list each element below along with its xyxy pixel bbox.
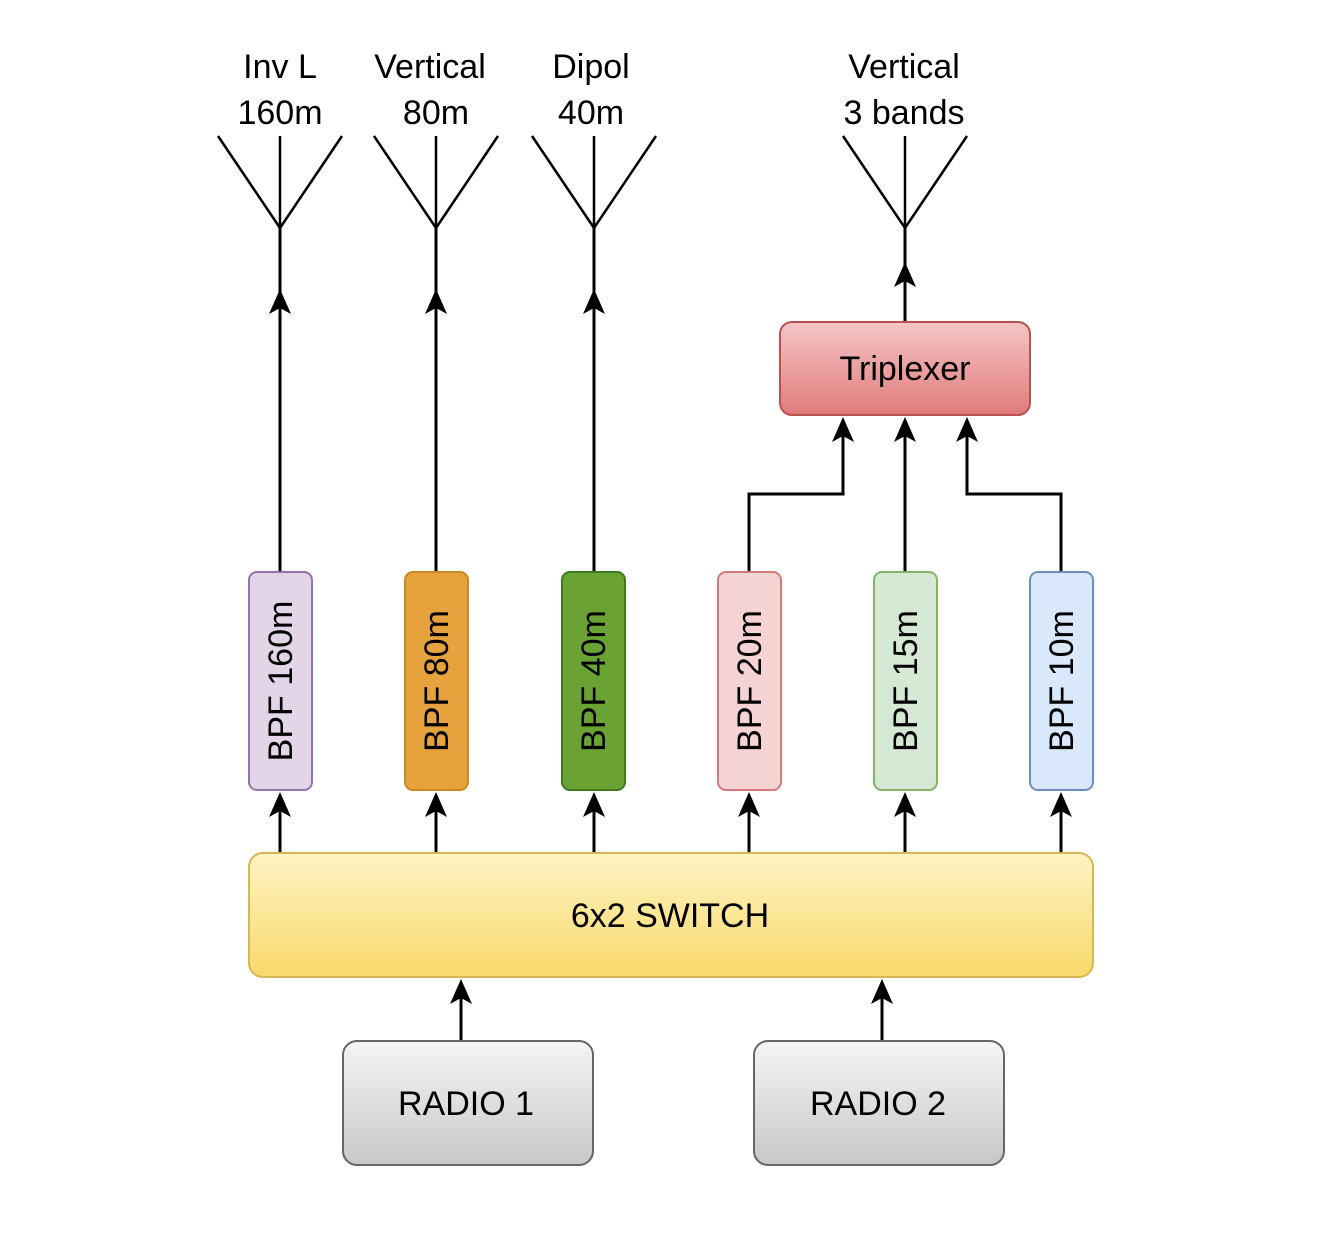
connector-bpf40-to-antenna (583, 228, 605, 572)
bpf-160m-box: BPF 160m (248, 571, 313, 791)
bpf-label: BPF 20m (731, 610, 769, 752)
antenna-label-line2: 3 bands (844, 94, 965, 132)
antenna-icon (841, 135, 969, 231)
connector-bpf10-to-triplexer (956, 417, 1063, 572)
connector-switch-to-bpf40 (583, 792, 605, 852)
connector-switch-to-bpf160 (269, 792, 291, 852)
bpf-40m-box: BPF 40m (561, 571, 626, 791)
switch-label: 6x2 SWITCH (571, 897, 769, 935)
connector-radio1-to-switch (450, 979, 472, 1041)
bpf-15m-box: BPF 15m (873, 571, 938, 791)
radio-1-label: RADIO 1 (398, 1085, 534, 1123)
bpf-10m-box: BPF 10m (1029, 571, 1094, 791)
bpf-label: BPF 80m (418, 610, 456, 752)
bpf-20m-box: BPF 20m (717, 571, 782, 791)
connector-bpf80-to-antenna (425, 228, 447, 572)
connector-switch-to-bpf10 (1050, 792, 1072, 852)
radio-2-box: RADIO 2 (753, 1040, 1005, 1166)
antenna-icon (216, 135, 344, 231)
connector-bpf20-to-triplexer (747, 417, 854, 572)
connector-triplexer-to-antenna (894, 228, 916, 321)
antenna-label-vertical-80m: Vertical 80m (374, 48, 486, 132)
antenna-label-line2: 80m (403, 94, 469, 132)
antenna-label-line1: Dipol (552, 48, 629, 86)
bpf-label: BPF 40m (575, 610, 613, 752)
triplexer-label: Triplexer (840, 350, 971, 388)
connector-bpf15-to-triplexer (894, 417, 916, 572)
connector-switch-to-bpf80 (425, 792, 447, 852)
bpf-80m-box: BPF 80m (404, 571, 469, 791)
antenna-icon (372, 135, 500, 231)
radio-2-label: RADIO 2 (810, 1085, 946, 1123)
triplexer-box: Triplexer (779, 321, 1031, 416)
antenna-label-line1: Vertical (374, 48, 486, 86)
antenna-label-vertical-3-bands: Vertical 3 bands (844, 48, 965, 132)
connector-radio2-to-switch (871, 979, 893, 1041)
radio-1-box: RADIO 1 (342, 1040, 594, 1166)
bpf-label: BPF 10m (1043, 610, 1081, 752)
antenna-label-line2: 160m (237, 94, 322, 132)
antenna-label-line2: 40m (558, 94, 624, 132)
bpf-label: BPF 160m (262, 601, 300, 762)
antenna-icon (530, 135, 658, 231)
antenna-label-line1: Inv L (243, 48, 317, 86)
antenna-label-line1: Vertical (848, 48, 960, 86)
connector-switch-to-bpf20 (738, 792, 760, 852)
switch-box: 6x2 SWITCH (248, 852, 1094, 978)
antenna-label-dipol: Dipol 40m (552, 48, 629, 132)
bpf-label: BPF 15m (887, 610, 925, 752)
connector-switch-to-bpf15 (894, 792, 916, 852)
antenna-label-inv-l: Inv L 160m (237, 48, 322, 132)
connector-bpf160-to-antenna (269, 228, 291, 572)
